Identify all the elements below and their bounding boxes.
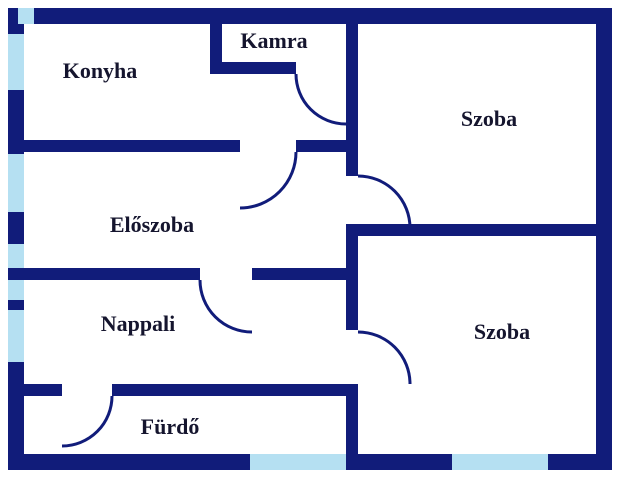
wall-kamra-bottom [222, 62, 296, 74]
window-left-living-lower [8, 310, 24, 362]
wall-spine-middle [346, 228, 358, 330]
wall-szoba-divider [346, 224, 612, 236]
door-arc-konyha [239, 151, 298, 210]
room-labels: Konyha Kamra Szoba Előszoba Nappali Fürd… [63, 28, 530, 439]
room-label-szoba-felso: Szoba [461, 106, 517, 131]
windows [8, 8, 548, 470]
wall-kamra-left [210, 8, 222, 74]
room-label-furdo: Fürdő [141, 414, 200, 439]
wall-eloszoba-nappali-left [8, 268, 200, 280]
window-bottom-bathroom [250, 454, 346, 470]
room-label-nappali: Nappali [101, 311, 176, 336]
window-top-left-corner [18, 8, 34, 24]
wall-exterior-right [596, 8, 612, 470]
room-label-konyha: Konyha [63, 58, 138, 83]
wall-spine-upper [346, 8, 358, 176]
wall-nappali-furdo-left [8, 384, 62, 396]
door-arc-furdo [61, 395, 114, 448]
wall-nappali-furdo-right [112, 384, 346, 396]
wall-konyha-eloszoba-right [296, 140, 346, 152]
door-arc-szoba-also [357, 330, 412, 385]
window-left-hall [8, 154, 24, 212]
room-label-szoba-also: Szoba [474, 319, 530, 344]
wall-eloszoba-nappali-right [252, 268, 346, 280]
wall-exterior-top [8, 8, 612, 24]
door-arc-nappali [198, 279, 253, 334]
door-arc-szoba-felso [357, 174, 412, 229]
window-bottom-room [452, 454, 548, 470]
door-arcs [61, 73, 412, 448]
room-label-eloszoba: Előszoba [110, 212, 194, 237]
room-label-kamra: Kamra [240, 28, 307, 53]
interior-walls [8, 8, 612, 454]
wall-konyha-eloszoba-left [8, 140, 240, 152]
window-left-kitchen [8, 34, 24, 90]
wall-spine-lower [346, 384, 358, 454]
door-arc-kamra [294, 73, 347, 126]
